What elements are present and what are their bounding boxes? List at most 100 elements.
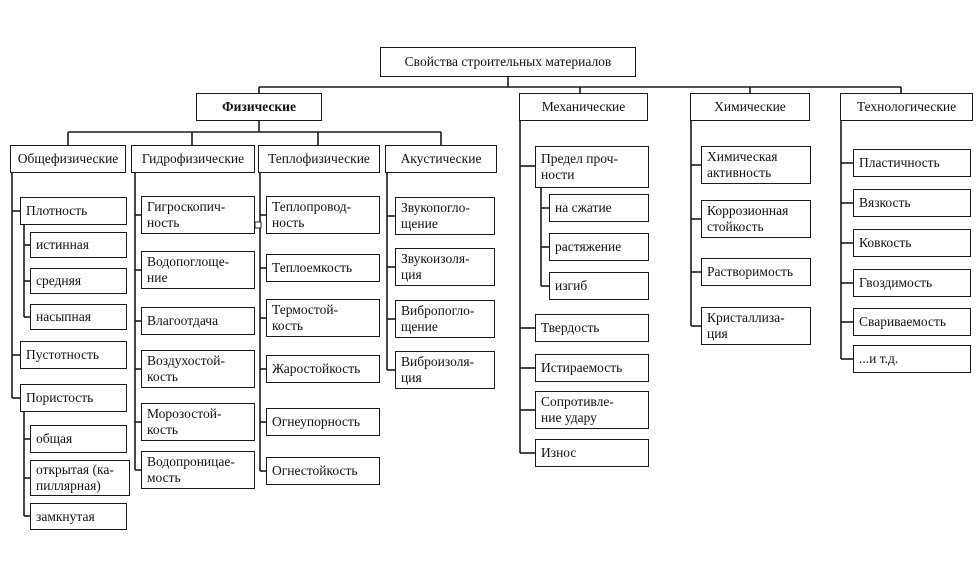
density-bulk-label: насыпная bbox=[36, 309, 91, 324]
thermo-item: Термостой- кость bbox=[266, 299, 380, 337]
viscosity-label: Вязкость bbox=[859, 195, 911, 210]
chemical-item: Кристаллиза- ция bbox=[701, 307, 811, 345]
plasticity-label: Пластичность bbox=[859, 155, 940, 170]
density-node: Плотность bbox=[20, 197, 127, 225]
hydro-item: Гигроскопич- ность bbox=[141, 196, 255, 234]
porosity-node: Пористость bbox=[20, 384, 127, 412]
acoustic-item: Звукопогло- щение bbox=[395, 197, 495, 235]
porosity-open-label: открытая (ка- пиллярная) bbox=[36, 462, 114, 493]
hydrophysical-node: Гидрофизические bbox=[131, 145, 255, 173]
thermo-item: Теплопровод- ность bbox=[266, 196, 380, 234]
strength-bending-node: изгиб bbox=[549, 272, 649, 300]
corrosion-resistance-label: Коррозионная стойкость bbox=[707, 203, 789, 234]
thermo-item: Огнестойкость bbox=[266, 457, 380, 485]
strength-compression-node: на сжатие bbox=[549, 194, 649, 222]
thermal-conductivity-label: Теплопровод- ность bbox=[272, 199, 352, 230]
mechanical-item: Твердость bbox=[535, 314, 649, 342]
hydro-item: Водопроницае- мость bbox=[141, 451, 255, 489]
water-permeability-label: Водопроницае- мость bbox=[147, 454, 235, 485]
frost-resistance-label: Морозостой- кость bbox=[147, 406, 222, 437]
root-label: Свойства строительных материалов bbox=[404, 54, 612, 69]
technological-item: Свариваемость bbox=[853, 308, 971, 336]
hydro-item: Водопоглоще- ние bbox=[141, 251, 255, 289]
thermal-stability-label: Термостой- кость bbox=[272, 302, 339, 333]
density-true-node: истинная bbox=[30, 232, 127, 258]
density-average-node: средняя bbox=[30, 268, 127, 294]
abrasion-label: Истираемость bbox=[541, 360, 623, 375]
thermophysical-node: Теплофизические bbox=[258, 145, 380, 173]
chemical-item: Растворимость bbox=[701, 258, 811, 286]
strength-compression-label: на сжатие bbox=[555, 200, 612, 215]
density-average-label: средняя bbox=[36, 273, 82, 288]
strength-tension-node: растяжение bbox=[549, 233, 649, 261]
sound-absorption-label: Звукопогло- щение bbox=[401, 200, 470, 231]
acoustic-item: Вибропогло- щение bbox=[395, 300, 495, 338]
technological-item: Ковкость bbox=[853, 229, 971, 257]
voidness-label: Пустотность bbox=[26, 347, 100, 362]
fire-resistance-label: Огнестойкость bbox=[272, 463, 358, 478]
vibration-absorption-label: Вибропогло- щение bbox=[401, 303, 475, 334]
sound-insulation-label: Звукоизоля- ция bbox=[401, 251, 470, 282]
porosity-closed-label: замкнутая bbox=[36, 508, 95, 524]
acoustic-item: Звукоизоля- ция bbox=[395, 248, 495, 286]
porosity-total-label: общая bbox=[36, 431, 73, 446]
voidness-node: Пустотность bbox=[20, 341, 127, 369]
weldability-label: Свариваемость bbox=[859, 314, 947, 329]
solubility-label: Растворимость bbox=[707, 264, 794, 279]
root-node: Свойства строительных материалов bbox=[380, 47, 636, 77]
density-bulk-node: насыпная bbox=[30, 304, 127, 330]
chemical-node: Химические bbox=[690, 93, 810, 121]
strength-node: Предел проч- ности bbox=[535, 146, 649, 188]
moisture-release-label: Влагоотдача bbox=[147, 313, 219, 328]
general-physical-label: Общефизические bbox=[17, 151, 119, 166]
strength-tension-label: растяжение bbox=[555, 239, 622, 254]
technological-item: Гвоздимость bbox=[853, 269, 971, 297]
porosity-open-node: открытая (ка- пиллярная) bbox=[30, 460, 130, 496]
thermo-item: Теплоемкость bbox=[266, 254, 380, 282]
acoustic-label: Акустические bbox=[400, 151, 482, 166]
refractoriness-label: Огнеупорность bbox=[272, 414, 361, 429]
technological-item: Пластичность bbox=[853, 149, 971, 177]
crystallization-label: Кристаллиза- ция bbox=[707, 310, 785, 341]
mechanical-label: Механические bbox=[541, 99, 626, 114]
etc-label: ...и т.д. bbox=[859, 351, 899, 366]
technological-label: Технологические bbox=[856, 99, 957, 114]
density-label: Плотность bbox=[26, 203, 88, 218]
chemical-label: Химические bbox=[714, 99, 786, 114]
chemical-item: Химическая активность bbox=[701, 146, 811, 184]
hydro-item: Морозостой- кость bbox=[141, 403, 255, 441]
physical-node: Физические bbox=[196, 93, 322, 121]
hardness-label: Твердость bbox=[541, 320, 600, 335]
mechanical-item: Сопротивле- ние удару bbox=[535, 391, 649, 429]
junction-marker bbox=[254, 221, 262, 229]
impact-resistance-label: Сопротивле- ние удару bbox=[541, 394, 614, 425]
strength-label: Предел проч- ности bbox=[541, 151, 618, 182]
air-resistance-label: Воздухостой- кость bbox=[147, 353, 225, 384]
general-physical-node: Общефизические bbox=[10, 145, 126, 173]
acoustic-node: Акустические bbox=[385, 145, 497, 173]
acoustic-item: Виброизоля- ция bbox=[395, 351, 495, 389]
thermo-item: Жаростойкость bbox=[266, 355, 380, 383]
density-true-label: истинная bbox=[36, 237, 89, 252]
porosity-closed-node: замкнутая bbox=[30, 503, 127, 530]
chemical-activity-label: Химическая активность bbox=[707, 149, 778, 180]
mechanical-item: Истираемость bbox=[535, 354, 649, 382]
mechanical-node: Механические bbox=[519, 93, 648, 121]
strength-bending-label: изгиб bbox=[555, 278, 588, 293]
porosity-label: Пористость bbox=[26, 390, 94, 405]
hydro-item: Влагоотдача bbox=[141, 307, 255, 335]
nailability-label: Гвоздимость bbox=[859, 275, 933, 290]
thermophysical-label: Теплофизические bbox=[268, 151, 370, 166]
technological-item: Вязкость bbox=[853, 189, 971, 217]
technological-node: Технологические bbox=[840, 93, 973, 121]
wear-label: Износ bbox=[541, 445, 577, 460]
hydrophysical-label: Гидрофизические bbox=[141, 151, 245, 166]
heat-capacity-label: Теплоемкость bbox=[272, 260, 353, 275]
malleability-label: Ковкость bbox=[859, 235, 912, 250]
hygroscopicity-label: Гигроскопич- ность bbox=[147, 199, 226, 230]
water-absorption-label: Водопоглоще- ние bbox=[147, 254, 230, 285]
porosity-total-node: общая bbox=[30, 425, 127, 453]
vibration-isolation-label: Виброизоля- ция bbox=[401, 354, 475, 385]
